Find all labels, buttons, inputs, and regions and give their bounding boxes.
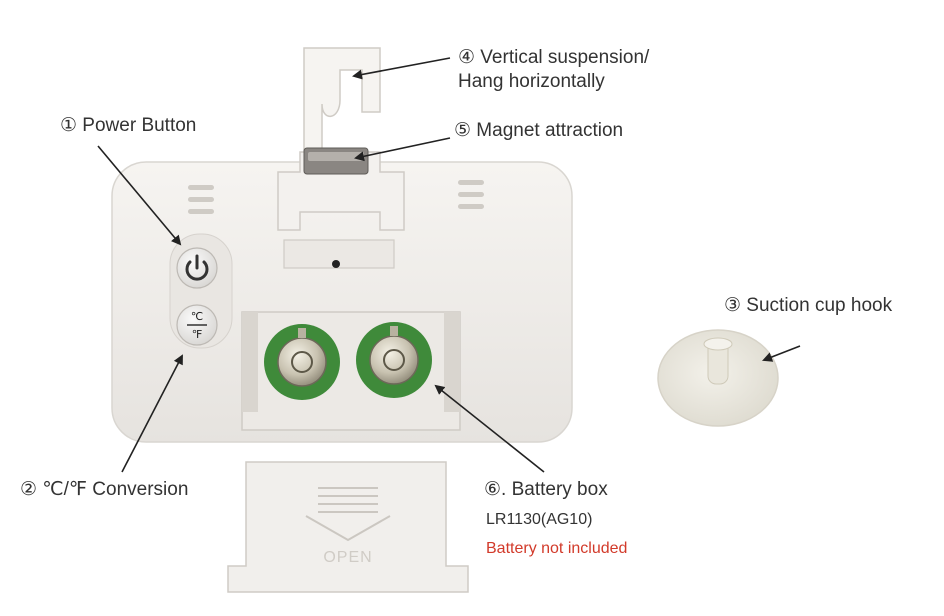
vent-slots-left (188, 185, 214, 214)
power-button[interactable] (176, 247, 218, 289)
label-power-button: ① Power Button (60, 115, 197, 136)
battery-cover: OPEN (227, 461, 469, 593)
label-battery-note: Battery not included (486, 540, 628, 557)
battery-slot-left (264, 324, 340, 400)
label-suspension-line1: ④ Vertical suspension/ (458, 47, 650, 68)
arrow-battery (434, 384, 545, 473)
label-suspension-line2: Hang horizontally (458, 71, 605, 92)
arrow-conversion (121, 354, 183, 473)
arrow-power (97, 145, 182, 246)
label-suction-cup: ③ Suction cup hook (724, 295, 893, 316)
callout-arrows (97, 57, 801, 473)
vent-slots-right (458, 180, 484, 209)
celsius-label: ℃ (191, 310, 203, 323)
label-battery-box: ⑥. Battery box (484, 479, 608, 500)
thermometer-device: ℃ ℉ (111, 47, 573, 443)
fahrenheit-label: ℉ (192, 328, 202, 341)
label-magnet: ⑤ Magnet attraction (454, 120, 624, 141)
label-battery-model: LR1130(AG10) (486, 511, 593, 528)
cover-grip-arrow (305, 487, 391, 542)
magnet (303, 147, 369, 175)
cover-open-text: OPEN (323, 549, 372, 566)
suction-cup (657, 329, 779, 427)
arrow-magnet (354, 137, 451, 162)
arrow-suspension (352, 57, 451, 80)
unit-conversion-button[interactable]: ℃ ℉ (176, 304, 218, 346)
arrow-suction (762, 345, 801, 362)
suspension-hook (303, 47, 381, 151)
power-icon (185, 254, 209, 281)
label-unit-conversion: ② ℃/℉ Conversion (20, 479, 189, 500)
battery-slot-right (356, 322, 432, 398)
